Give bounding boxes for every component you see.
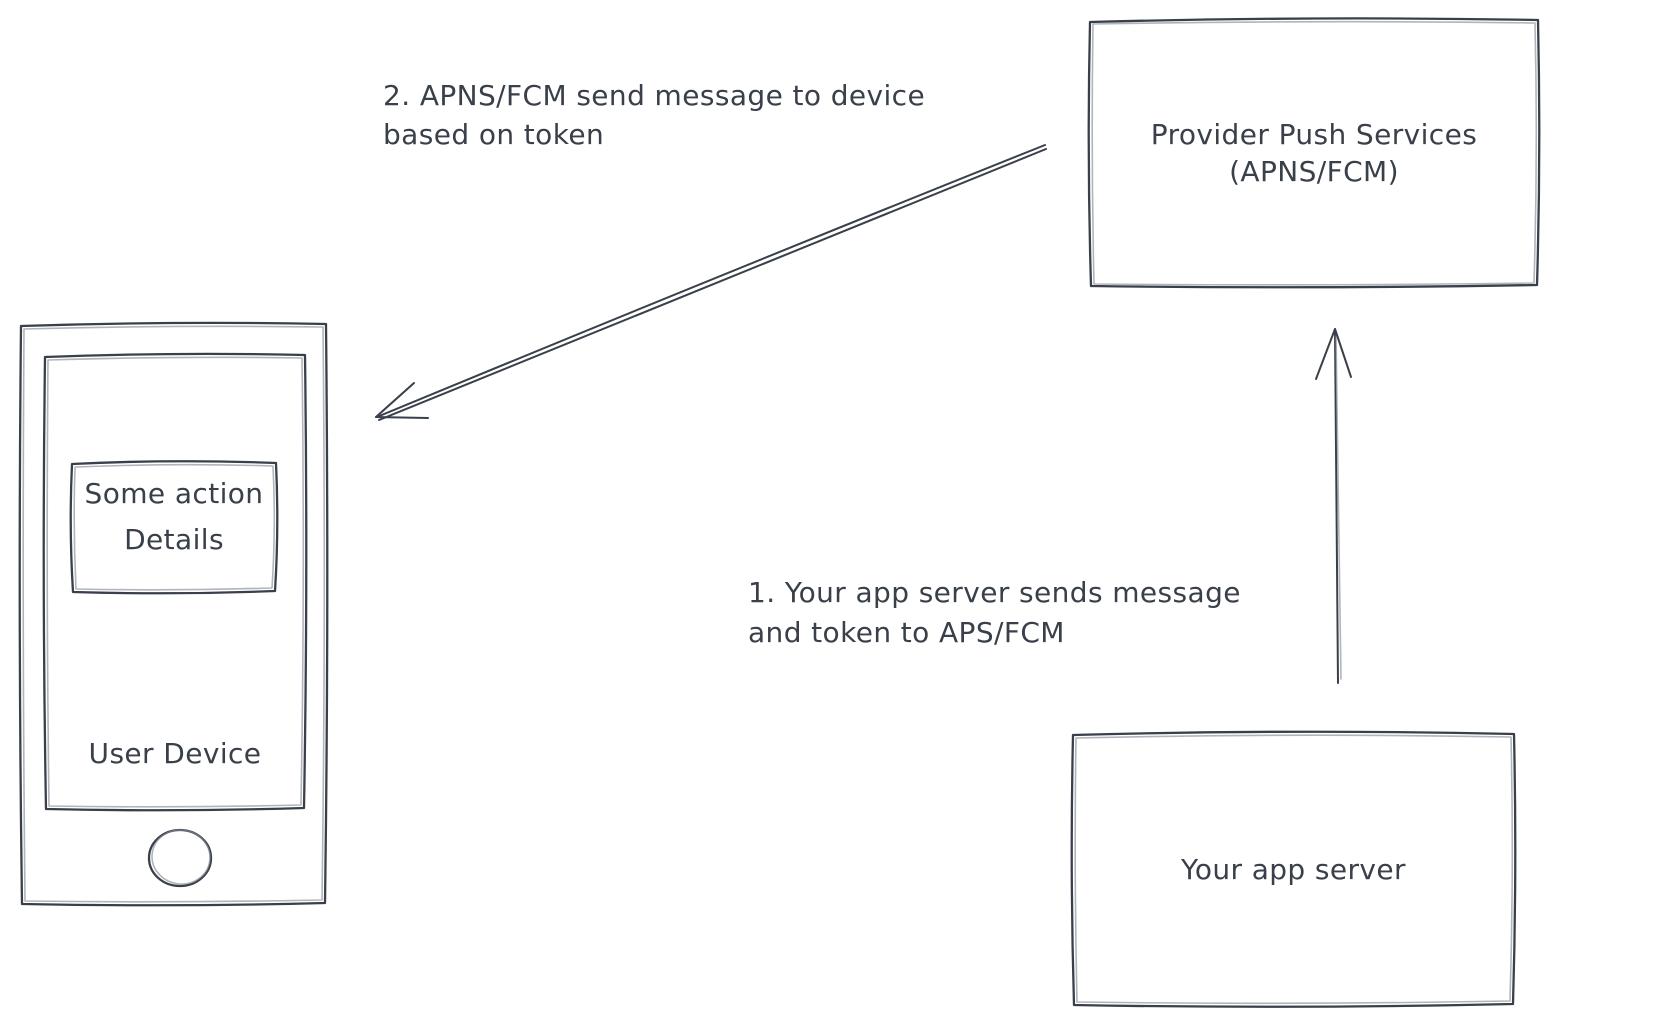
user-device-label-text: User Device bbox=[88, 736, 262, 770]
provider-box-label-line2: (APNS/FCM) bbox=[1229, 155, 1399, 188]
notification-label-line2: Details bbox=[124, 522, 224, 556]
user-device-label: User Device bbox=[44, 731, 306, 775]
app-server-box-label: Your app server bbox=[1072, 733, 1515, 1006]
step2-annotation-line1: 2. APNS/FCM send message to device bbox=[383, 79, 926, 112]
step2-annotation: 2. APNS/FCM send message to device based… bbox=[383, 76, 925, 154]
app-server-box bbox=[1070, 730, 1517, 1008]
step1-annotation: 1. Your app server sends message and tok… bbox=[748, 573, 1241, 653]
step1-annotation-line2: and token to APS/FCM bbox=[748, 616, 1065, 649]
notification-label-line1: Some action bbox=[84, 476, 264, 510]
app-server-box-label-text: Your app server bbox=[1181, 853, 1406, 886]
step2-annotation-line2: based on token bbox=[383, 118, 605, 151]
phone-screen bbox=[42, 352, 308, 812]
provider-box-label: Provider Push Services (APNS/FCM) bbox=[1089, 19, 1539, 287]
step1-annotation-line1: 1. Your app server sends message bbox=[748, 576, 1241, 609]
provider-box bbox=[1087, 17, 1541, 289]
provider-box-label-line1: Provider Push Services bbox=[1150, 118, 1478, 151]
notification-label: Some action Details bbox=[71, 462, 277, 593]
arrow-server-to-provider bbox=[1315, 328, 1352, 684]
user-device-phone bbox=[18, 321, 329, 907]
home-button-icon bbox=[147, 828, 213, 888]
notification-box bbox=[69, 460, 279, 595]
arrow-provider-to-device bbox=[375, 144, 1047, 421]
